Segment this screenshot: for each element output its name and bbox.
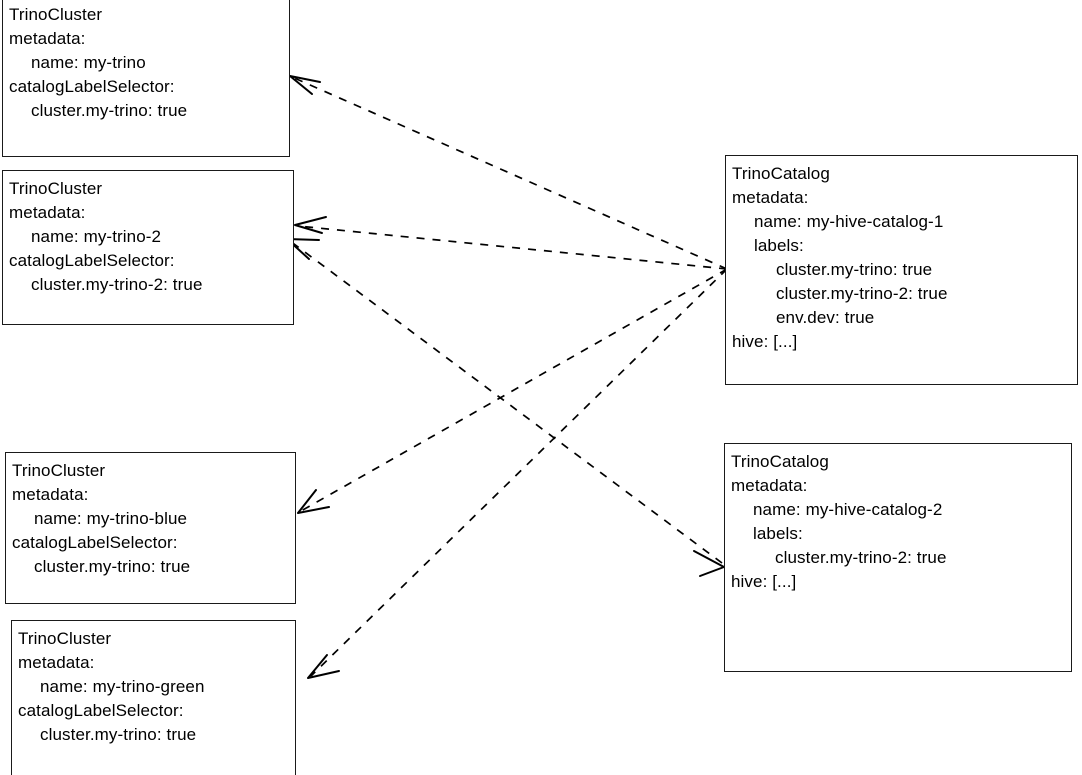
node-line: name: my-hive-catalog-2 xyxy=(753,500,943,519)
node-line: hive: [...] xyxy=(731,572,797,591)
node-trinocluster-my-trino-2[interactable]: TrinoCluster metadata: name: my-trino-2 … xyxy=(2,170,294,325)
node-line: cluster.my-trino-2: true xyxy=(31,275,203,294)
node-line: metadata: xyxy=(9,29,86,48)
node-line: labels: xyxy=(753,524,803,543)
node-line: name: my-trino-green xyxy=(40,677,205,696)
node-line: hive: [...] xyxy=(732,332,798,351)
node-trinocatalog-my-hive-catalog-1[interactable]: TrinoCatalog metadata: name: my-hive-cat… xyxy=(725,155,1078,385)
node-line: TrinoCluster xyxy=(12,461,106,480)
node-line: TrinoCluster xyxy=(9,179,103,198)
edge-my-trino-2-to-catalog2-tail xyxy=(286,238,723,564)
node-line: TrinoCatalog xyxy=(731,452,829,471)
node-line: labels: xyxy=(754,236,804,255)
edge-catalog1-to-my-trino-2 xyxy=(294,216,728,270)
node-line: cluster.my-trino: true xyxy=(34,557,191,576)
node-trinocluster-my-trino-blue[interactable]: TrinoCluster metadata: name: my-trino-bl… xyxy=(5,452,296,604)
node-line: cluster.my-trino-2: true xyxy=(775,548,947,567)
node-line: TrinoCluster xyxy=(9,5,103,24)
node-line: cluster.my-trino: true xyxy=(31,101,188,120)
node-body: TrinoCatalog metadata: name: my-hive-cat… xyxy=(725,444,1071,594)
edge-catalog1-to-my-trino xyxy=(289,75,728,270)
node-body: TrinoCluster metadata: name: my-trino-2 … xyxy=(3,171,293,297)
node-line: name: my-trino-blue xyxy=(34,509,188,528)
node-trinocluster-my-trino[interactable]: TrinoCluster metadata: name: my-trino ca… xyxy=(2,0,290,157)
edge-arrowhead-catalog2 xyxy=(693,550,725,577)
node-line: metadata: xyxy=(18,653,95,672)
node-line: metadata: xyxy=(731,476,808,495)
node-body: TrinoCluster metadata: name: my-trino ca… xyxy=(3,0,289,123)
node-line: TrinoCatalog xyxy=(732,164,830,183)
node-body: TrinoCluster metadata: name: my-trino-gr… xyxy=(12,621,295,747)
node-trinocatalog-my-hive-catalog-2[interactable]: TrinoCatalog metadata: name: my-hive-cat… xyxy=(724,443,1072,672)
node-line: cluster.my-trino-2: true xyxy=(776,284,948,303)
node-line: cluster.my-trino: true xyxy=(776,260,933,279)
node-line: cluster.my-trino: true xyxy=(40,725,197,744)
node-line: name: my-trino-2 xyxy=(31,227,162,246)
node-line: catalogLabelSelector: xyxy=(18,701,184,720)
node-trinocluster-my-trino-green[interactable]: TrinoCluster metadata: name: my-trino-gr… xyxy=(11,620,296,775)
node-line: metadata: xyxy=(9,203,86,222)
node-line: env.dev: true xyxy=(776,308,875,327)
node-line: metadata: xyxy=(732,188,809,207)
node-line: name: my-trino xyxy=(31,53,146,72)
node-body: TrinoCatalog metadata: name: my-hive-cat… xyxy=(726,156,1077,354)
node-line: catalogLabelSelector: xyxy=(9,77,175,96)
node-line: name: my-hive-catalog-1 xyxy=(754,212,944,231)
node-body: TrinoCluster metadata: name: my-trino-bl… xyxy=(6,453,295,579)
edge-catalog1-to-my-trino-green xyxy=(307,268,728,679)
node-line: TrinoCluster xyxy=(18,629,112,648)
node-line: metadata: xyxy=(12,485,89,504)
edge-catalog1-to-my-trino-blue xyxy=(297,268,728,514)
node-line: catalogLabelSelector: xyxy=(12,533,178,552)
node-line: catalogLabelSelector: xyxy=(9,251,175,270)
